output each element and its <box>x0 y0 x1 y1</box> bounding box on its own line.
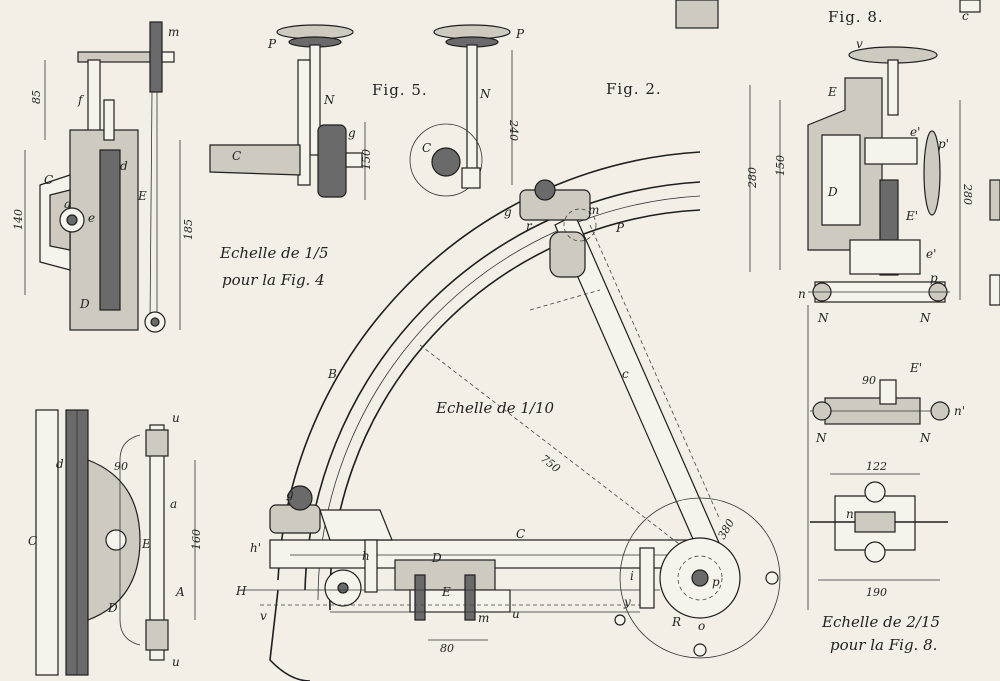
dim-190: 190 <box>866 586 887 599</box>
letter-n1: n <box>798 287 806 301</box>
letter-m2: m <box>588 203 599 217</box>
letter-E6: E <box>141 537 151 551</box>
letter-N5: N <box>815 431 827 445</box>
dim-122: 122 <box>866 460 887 473</box>
dim-85: 85 <box>30 90 43 104</box>
dim-280b: 280 <box>961 183 974 205</box>
dim-90b: 90 <box>862 374 876 387</box>
letter-C1: C <box>44 173 53 187</box>
dim-140: 140 <box>12 209 25 230</box>
letter-m3: m <box>478 611 489 625</box>
letter-g1: g <box>348 126 356 140</box>
dim-90a: 90 <box>114 460 128 473</box>
dim-160: 160 <box>190 529 203 550</box>
dim-150b: 150 <box>774 155 787 176</box>
letter-y1: y <box>623 595 631 609</box>
letter-h1: h' <box>250 541 261 555</box>
letter-h2: h <box>362 549 370 563</box>
figure-label-fig8: Fig. 8. <box>828 8 884 26</box>
letter-N1: N <box>323 93 335 107</box>
letter-D3: D <box>827 185 838 199</box>
letter-f: f <box>77 93 85 107</box>
dim-240: 240 <box>507 119 520 141</box>
fig2-drawing <box>240 151 781 681</box>
letter-u3: u <box>172 655 180 669</box>
fig5-drawing <box>209 24 513 200</box>
letter-E2: E <box>441 585 451 599</box>
letter-v2: v <box>856 37 863 51</box>
letter-P2: P <box>515 27 525 41</box>
letter-i: i <box>630 569 634 583</box>
dim-380: 380 <box>715 517 737 542</box>
letter-E1: E <box>137 189 147 203</box>
letter-v1: v <box>260 609 267 623</box>
letter-c1: c <box>622 367 629 381</box>
letter-n3: n <box>846 507 854 521</box>
letter-N4: N <box>919 311 931 325</box>
caption-scale-fig8-line2: pour la Fig. 8. <box>830 636 937 654</box>
cut-off-part <box>675 0 719 29</box>
letter-N6: N <box>919 431 931 445</box>
letter-C5: C <box>28 534 37 548</box>
letter-B: B <box>327 367 337 381</box>
letter-g2: g <box>504 205 512 219</box>
dim-80: 80 <box>440 642 454 655</box>
caption-scale-fig4-line2: pour la Fig. 4 <box>222 271 325 289</box>
letter-C3: C <box>422 141 431 155</box>
dim-280a: 280 <box>746 167 759 189</box>
letter-D2: D <box>431 551 442 565</box>
letter-g3: g <box>286 487 294 501</box>
letter-c2: c <box>962 9 969 23</box>
figure-label-fig2: Fig. 2. <box>606 80 662 98</box>
fig3-drawing <box>35 409 196 676</box>
letter-H: H <box>235 584 247 598</box>
letter-e2: e' <box>910 125 920 139</box>
letter-d1: d <box>120 159 128 173</box>
letter-N2: N <box>479 87 491 101</box>
letter-P3: P <box>615 221 625 235</box>
letter-E5: E' <box>909 361 922 375</box>
letter-P1: P <box>267 37 277 51</box>
letter-C2: C <box>232 149 241 163</box>
letter-R: R <box>671 615 681 629</box>
letter-p1: p <box>712 575 720 589</box>
letter-o: o <box>698 619 705 633</box>
letter-p3: p <box>930 271 938 285</box>
letter-N3: N <box>817 311 829 325</box>
figure-label-fig5: Fig. 5. <box>372 81 428 99</box>
letter-r1: r <box>526 219 533 233</box>
letter-E3: E <box>827 85 837 99</box>
caption-scale-fig8-line1: Echelle de 2/15 <box>821 613 940 631</box>
letter-u2: u <box>172 411 180 425</box>
dim-150a: 150 <box>360 149 373 170</box>
letter-a2: a <box>170 497 177 511</box>
dim-185: 185 <box>182 219 195 240</box>
letter-u1: u <box>512 607 520 621</box>
letter-D1: D <box>79 297 90 311</box>
letter-D4: D <box>107 601 118 615</box>
letter-A: A <box>175 585 185 599</box>
letter-C4: C <box>516 527 525 541</box>
caption-scale-fig4-line1: Echelle de 1/5 <box>219 244 329 262</box>
letter-p2: p' <box>938 137 949 151</box>
letter-n2: n' <box>954 404 965 418</box>
letter-a1: a <box>64 197 71 211</box>
letter-E4: E' <box>905 209 918 223</box>
caption-scale-main: Echelle de 1/10 <box>435 399 555 417</box>
fig8-drawing <box>749 0 1000 610</box>
dim-750: 750 <box>538 452 563 475</box>
fig4-drawing <box>24 21 181 333</box>
letter-m: m <box>168 25 179 39</box>
letter-e3: e' <box>926 247 936 261</box>
letter-e1: e <box>88 211 95 225</box>
letter-d2: d <box>56 457 64 471</box>
